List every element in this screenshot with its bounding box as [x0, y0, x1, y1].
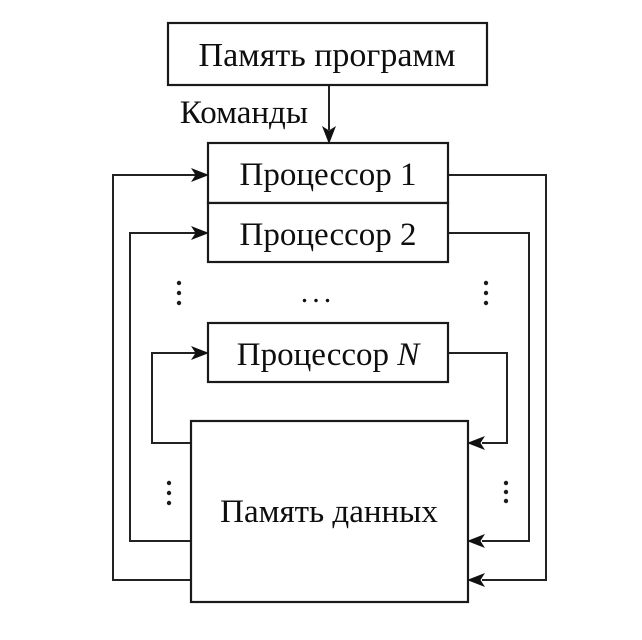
vertical-ellipsis-lower-right-icon	[503, 480, 509, 504]
processor-1-box	[206, 141, 450, 205]
processor-n-label-suffix: N	[396, 337, 421, 373]
processor-n-label-prefix: Процессор	[237, 337, 398, 373]
program-memory-box	[166, 21, 489, 87]
edges	[112, 86, 547, 581]
labels: Память программ Команды Процессор 1 Проц…	[180, 37, 456, 530]
arrowhead-left-row-n-icon	[467, 436, 485, 450]
data-memory-box	[189, 419, 470, 604]
edge-proc2-to-datamem	[448, 232, 530, 542]
edge-procn-to-datamem	[448, 352, 508, 444]
horizontal-ellipsis-label: ...	[301, 276, 336, 309]
arrowhead-left-row-2-icon	[467, 534, 485, 548]
arrowhead-right-proc1-icon	[191, 168, 209, 182]
edge-proc1-to-datamem	[448, 174, 547, 581]
arrowheads	[191, 126, 485, 587]
processor-2-box	[206, 201, 450, 264]
commands-edge-label: Команды	[180, 95, 308, 131]
processor-n-box	[206, 321, 450, 384]
vertical-ellipsis-lower-left-icon	[166, 480, 172, 506]
arrowhead-down-icon	[322, 126, 336, 144]
arrowhead-left-row-1-icon	[467, 573, 485, 587]
data-memory-label: Память данных	[220, 494, 438, 530]
processor-1-label: Процессор 1	[239, 157, 416, 193]
ellipsis-dots	[166, 280, 509, 506]
arrowhead-right-proc2-icon	[191, 226, 209, 240]
edge-datamem-to-procn	[151, 352, 197, 444]
vertical-ellipsis-upper-right-icon	[483, 280, 489, 306]
edge-datamem-to-proc2	[129, 232, 197, 542]
arrowhead-right-procn-icon	[191, 346, 209, 360]
program-memory-label: Память программ	[199, 37, 456, 74]
vertical-ellipsis-upper-left-icon	[176, 280, 182, 306]
processor-2-label: Процессор 2	[239, 217, 416, 253]
edge-datamem-to-proc1	[112, 174, 197, 581]
nodes	[166, 21, 489, 604]
processor-n-label: Процессор N	[237, 337, 422, 373]
